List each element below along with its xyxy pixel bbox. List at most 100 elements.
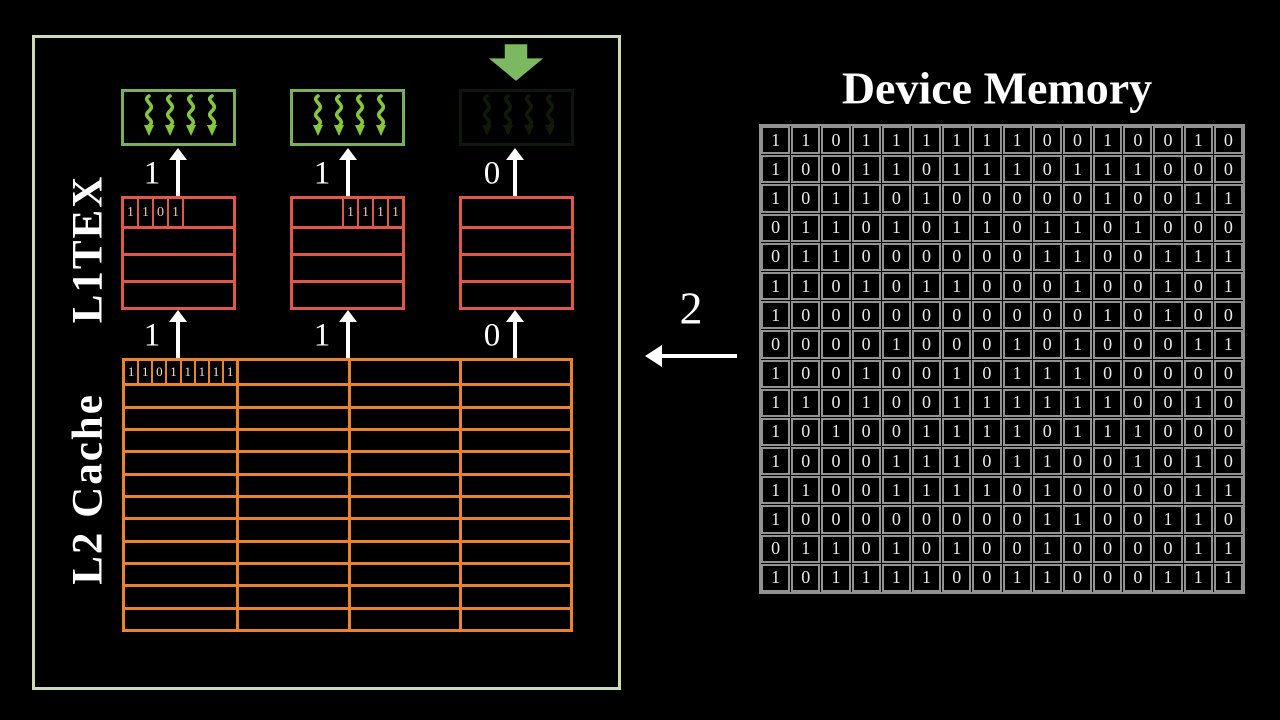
memory-bit-cell: 0: [1032, 155, 1062, 184]
memory-bit-cell: 1: [821, 417, 851, 447]
memory-bit-cell: 1: [791, 388, 821, 417]
l2-cell: [236, 498, 347, 518]
memory-bit-cell: 1: [942, 271, 972, 301]
memory-bit-cell: 0: [972, 534, 1002, 563]
transfer-count-label: 2: [679, 282, 703, 334]
l2-cell: [236, 475, 347, 495]
memory-bit-cell: 0: [1183, 271, 1213, 301]
memory-bit-cell: 1: [851, 359, 881, 388]
sector-bit: 0: [154, 199, 169, 226]
l2-cell: [347, 498, 459, 518]
memory-bit-cell: 0: [1062, 476, 1093, 505]
memory-bit-cell: 1: [1062, 330, 1093, 359]
memory-bit-cell: 0: [791, 417, 821, 447]
l2-bit: 0: [153, 361, 168, 384]
memory-bit-cell: 1: [791, 534, 821, 563]
memory-bit-cell: 1: [881, 330, 911, 359]
l2-cell: [347, 408, 459, 428]
memory-bit-cell: 0: [881, 505, 911, 534]
memory-bit-cell: 0: [1093, 213, 1123, 242]
memory-bit-cell: 0: [881, 184, 911, 213]
l2-to-sector-arrow-1: [167, 310, 189, 358]
memory-bit-cell: 1: [1153, 301, 1183, 330]
memory-bit-cell: 0: [911, 359, 942, 388]
memory-bit-cell: 1: [821, 184, 851, 213]
l2-cell: [236, 386, 347, 406]
memory-bit-cell: 1: [791, 213, 821, 242]
memory-bit-cell: 1: [1093, 184, 1123, 213]
memory-bit-cell: 1: [942, 476, 972, 505]
l2-cell: [458, 475, 570, 495]
memory-bit-cell: 1: [1123, 213, 1153, 242]
memory-bit-cell: 0: [1093, 242, 1123, 271]
memory-bit-cell: 0: [1093, 359, 1123, 388]
memory-bit-cell: 0: [851, 505, 881, 534]
memory-bit-cell: 1: [1032, 242, 1062, 271]
memory-bit-cell: 0: [1002, 505, 1032, 534]
memory-bit-cell: 1: [1002, 447, 1032, 476]
memory-bit-cell: 1: [1093, 155, 1123, 184]
l2-cell: [458, 609, 570, 629]
l2-bit: 1: [196, 361, 210, 384]
memory-bit-cell: 0: [1153, 534, 1183, 563]
memory-bit-cell: 0: [942, 563, 972, 592]
squiggle-arrows-icon: [313, 94, 386, 136]
memory-bit-cell: 0: [1153, 213, 1183, 242]
l2-cell: [347, 587, 459, 607]
memory-bit-cell: 1: [942, 388, 972, 417]
sector-bit: 1: [139, 199, 154, 226]
l2-row: [125, 539, 570, 562]
memory-bit-cell: 1: [1032, 505, 1062, 534]
memory-bit-cell: 1: [851, 184, 881, 213]
memory-bit-cell: 1: [1153, 563, 1183, 592]
l2-cell: [236, 609, 347, 629]
memory-bit-cell: 0: [851, 476, 881, 505]
memory-bit-cell: 0: [911, 330, 942, 359]
memory-bit-cell: 0: [942, 505, 972, 534]
memory-bit-cell: 1: [1062, 388, 1093, 417]
memory-bit-cell: 0: [1183, 213, 1213, 242]
memory-bit-cell: 0: [1093, 271, 1123, 301]
l1-sector-row: [462, 280, 571, 307]
memory-bit-cell: 0: [1062, 184, 1093, 213]
memory-bit-cell: 0: [791, 563, 821, 592]
memory-bit-cell: 0: [1213, 505, 1243, 534]
l2-row: [125, 562, 570, 585]
l2-cell: [236, 565, 347, 585]
memory-bit-cell: 0: [821, 359, 851, 388]
memory-bit-cell: 1: [972, 213, 1002, 242]
memory-bit-cell: 0: [1093, 330, 1123, 359]
memory-bit-cell: 0: [1153, 417, 1183, 447]
memory-bit-cell: 1: [1183, 388, 1213, 417]
l2-cell: [125, 520, 236, 539]
l1-sector-row: [462, 226, 571, 253]
arrow-stem: [346, 322, 350, 358]
lower-flag-2: 1: [313, 317, 331, 354]
upper-flag-1: 1: [143, 155, 161, 192]
l2-cell: [125, 431, 236, 450]
memory-bit-cell: 0: [1153, 359, 1183, 388]
memory-bit-cell: 0: [1002, 271, 1032, 301]
arrowhead-icon: [339, 148, 357, 160]
memory-bit-cell: 0: [1213, 213, 1243, 242]
memory-bit-cell: 0: [1123, 330, 1153, 359]
memory-bit-cell: 1: [1213, 476, 1243, 505]
warp-box-1: [121, 89, 236, 146]
l2-cell: [347, 520, 459, 540]
memory-bit-cell: 0: [1002, 301, 1032, 330]
memory-bit-cell: 0: [821, 505, 851, 534]
l1-sector-row: [462, 199, 571, 226]
l2-row: [125, 472, 570, 495]
sector-bit: 1: [169, 199, 184, 226]
memory-bit-cell: 0: [851, 213, 881, 242]
l2-row: [125, 495, 570, 518]
memory-bit-cell: 1: [942, 126, 972, 155]
memory-bit-cell: 0: [972, 301, 1002, 330]
memory-bit-cell: 0: [761, 213, 791, 242]
memory-bit-cell: 0: [911, 534, 942, 563]
l2-cache-label: L2 Cache: [64, 393, 112, 585]
l2-bit: 1: [226, 364, 234, 380]
arrowhead-icon: [645, 345, 662, 367]
memory-bit-cell: 0: [1213, 359, 1243, 388]
